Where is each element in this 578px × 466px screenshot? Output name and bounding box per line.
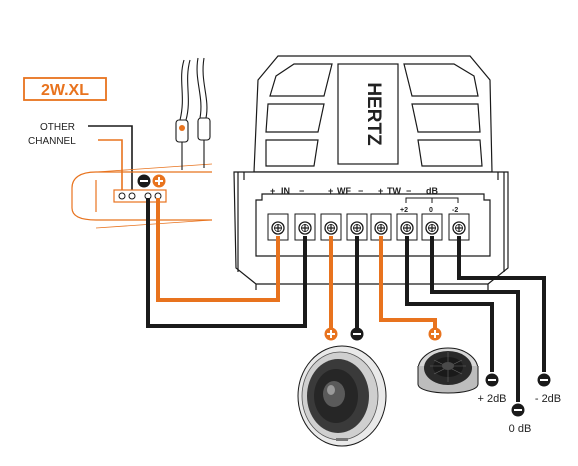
screw-terminal-icon: [346, 213, 368, 241]
minus-polarity-icon: [511, 403, 525, 417]
db-minus2-label: -2: [452, 207, 458, 214]
wire-level-minus2: [457, 236, 546, 372]
in-minus-label: −: [299, 186, 304, 196]
other-channel-line2: CHANNEL: [28, 136, 76, 147]
level-option-plus2: + 2dB: [477, 393, 506, 405]
db-label: dB: [426, 186, 438, 196]
minus-polarity-icon: [350, 327, 364, 341]
in-label: IN: [281, 186, 290, 196]
terminal-strip: [267, 213, 470, 241]
wire-in-positive: [156, 198, 280, 302]
other-channel-pos-lead: [98, 139, 123, 196]
screw-terminal-icon: [421, 213, 443, 241]
in-plus-label: +: [270, 186, 275, 196]
level-option-zero: 0 dB: [509, 423, 532, 435]
rca-plug-icon: [175, 57, 211, 170]
screw-terminal-icon: [370, 213, 392, 241]
product-label: 2W.XL: [41, 82, 89, 99]
wire-in-negative: [146, 198, 307, 328]
plus-polarity-icon: [152, 174, 166, 188]
terminal-labels: + IN − + WF − + TW − dB +2 0 -2: [270, 186, 458, 214]
woofer-speaker: [297, 345, 387, 447]
wire-level-plus2: [405, 236, 494, 372]
plus-polarity-icon: [324, 327, 338, 341]
wire-level-zero: [430, 236, 520, 402]
tw-plus-label: +: [378, 186, 383, 196]
level-option-minus2: - 2dB: [535, 393, 561, 405]
screw-terminal-icon: [294, 213, 316, 241]
other-channel-neg-lead: [88, 125, 133, 196]
screw-terminal-icon: [448, 213, 470, 241]
tw-label: TW: [387, 186, 401, 196]
wf-label: WF: [337, 186, 351, 196]
wf-minus-label: −: [358, 186, 363, 196]
db-bracket: [405, 197, 459, 203]
other-channel-line1: OTHER: [40, 122, 75, 133]
minus-polarity-icon: [537, 373, 551, 387]
minus-polarity-icon: [137, 174, 151, 188]
db-plus2-label: +2: [400, 207, 408, 214]
wire-tw-positive: [379, 236, 437, 328]
brand-logo: HERTZ: [363, 82, 384, 146]
wiring: [146, 198, 546, 402]
wf-plus-label: +: [328, 186, 333, 196]
tweeter-speaker: [417, 347, 479, 394]
minus-polarity-icon: [485, 373, 499, 387]
tw-minus-label: −: [406, 186, 411, 196]
screw-terminal-icon: [396, 213, 418, 241]
amplifier-outline: [71, 163, 213, 229]
plus-polarity-icon: [428, 327, 442, 341]
db-zero-label: 0: [429, 207, 433, 214]
product-label-box: [23, 77, 107, 101]
